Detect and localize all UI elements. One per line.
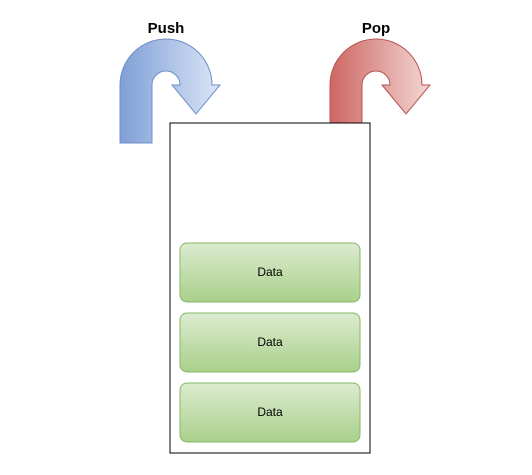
pop-label: Pop (362, 20, 390, 37)
pop-arrow-icon (329, 38, 432, 144)
stack-item-label: Data (257, 405, 283, 419)
push-label: Push (148, 20, 185, 37)
push-arrow-icon (119, 38, 222, 144)
stack-item-box (179, 382, 361, 443)
stack-item-box (179, 312, 361, 373)
stack-item-box (179, 242, 361, 303)
stack-item: Data (179, 312, 361, 373)
stack-item: Data (179, 382, 361, 443)
stack-item-label: Data (257, 335, 283, 349)
stack-item: Data (179, 242, 361, 303)
stack-item-label: Data (257, 265, 283, 279)
